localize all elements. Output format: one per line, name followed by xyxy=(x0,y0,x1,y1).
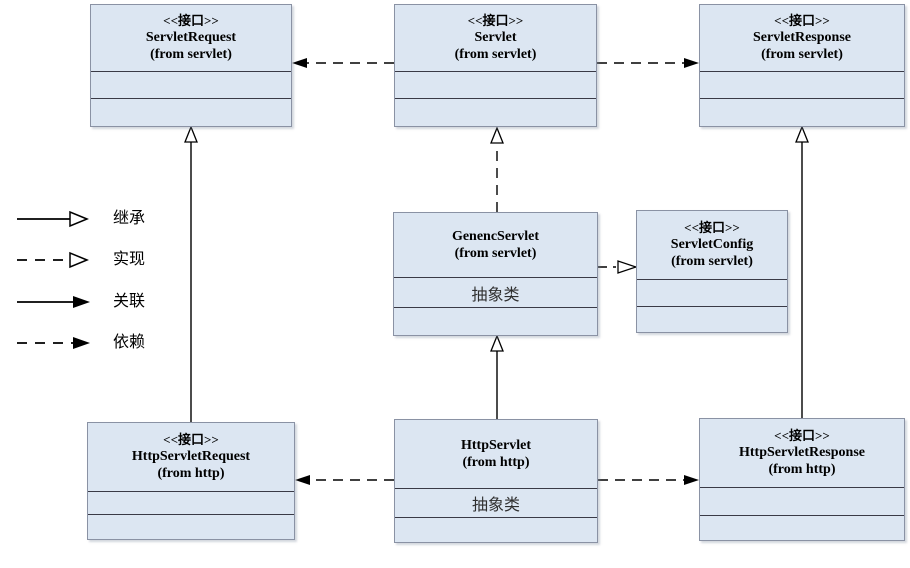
operations-compartment xyxy=(395,518,597,542)
class-box-httpservletresponse[interactable]: <<接口>> HttpServletResponse (from http) xyxy=(699,418,905,541)
class-box-servletresponse[interactable]: <<接口>> ServletResponse (from servlet) xyxy=(699,4,905,127)
operations-compartment xyxy=(394,308,597,335)
class-name: ServletResponse xyxy=(753,29,851,45)
stereotype-label: <<接口>> xyxy=(684,219,740,235)
attributes-compartment xyxy=(88,492,294,515)
legend-label-dependency: 依赖 xyxy=(113,334,146,351)
class-name: GenencServlet xyxy=(451,228,540,244)
realization-arrowhead-servlet xyxy=(490,126,504,144)
inheritance-arrowhead-servletrequest xyxy=(184,125,198,143)
dependency-arrowhead-httpservletresponse xyxy=(684,475,699,485)
operations-compartment xyxy=(637,307,787,332)
operations-compartment xyxy=(91,99,291,126)
dependency-arrowhead-servletresponse xyxy=(684,58,699,68)
realization-arrowhead-servletconfig xyxy=(617,260,639,274)
operations-compartment xyxy=(88,515,294,539)
class-name: Servlet xyxy=(474,29,517,45)
stereotype-label: <<接口>> xyxy=(774,12,830,28)
inheritance-arrowhead-genencservlet xyxy=(490,334,504,352)
class-box-servletrequest[interactable]: <<接口>> ServletRequest (from servlet) xyxy=(90,4,292,127)
class-package: (from servlet) xyxy=(150,46,232,62)
class-package: (from servlet) xyxy=(454,246,537,261)
class-title-httpservletrequest: <<接口>> HttpServletRequest (from http) xyxy=(88,423,294,492)
class-title-servletconfig: <<接口>> ServletConfig (from servlet) xyxy=(637,211,787,280)
class-box-servlet[interactable]: <<接口>> Servlet (from servlet) xyxy=(394,4,597,127)
class-title-genencservlet: GenencServlet (from servlet) xyxy=(394,213,597,278)
dependency-arrowhead-httpservletrequest xyxy=(295,475,310,485)
class-package: (from servlet) xyxy=(761,46,843,62)
operations-compartment xyxy=(395,99,596,126)
class-title-httpservletresponse: <<接口>> HttpServletResponse (from http) xyxy=(700,419,904,488)
class-title-servlet: <<接口>> Servlet (from servlet) xyxy=(395,5,596,72)
class-title-servletrequest: <<接口>> ServletRequest (from servlet) xyxy=(91,5,291,72)
stereotype-label: <<接口>> xyxy=(163,12,219,28)
class-package: (from servlet) xyxy=(671,253,753,269)
operations-compartment xyxy=(700,516,904,540)
attributes-compartment xyxy=(700,72,904,99)
abstract-class-note: 抽象类 xyxy=(471,286,520,304)
class-box-servletconfig[interactable]: <<接口>> ServletConfig (from servlet) xyxy=(636,210,788,333)
class-package: (from http) xyxy=(768,461,836,477)
abstract-class-note: 抽象类 xyxy=(471,497,520,514)
class-box-httpservlet[interactable]: HttpServlet (from http) 抽象类 xyxy=(394,419,598,543)
class-package: (from servlet) xyxy=(454,46,537,62)
class-title-httpservlet: HttpServlet (from http) xyxy=(395,420,597,489)
class-name: HttpServlet xyxy=(461,437,531,453)
legend-label-inheritance: 继承 xyxy=(113,210,146,227)
attributes-compartment xyxy=(91,72,291,99)
class-name: ServletConfig xyxy=(670,236,754,252)
class-box-httpservletrequest[interactable]: <<接口>> HttpServletRequest (from http) xyxy=(87,422,295,540)
attributes-compartment xyxy=(395,72,596,99)
legend-realization-arrowhead xyxy=(69,251,89,269)
class-name: HttpServletRequest xyxy=(131,448,251,464)
class-name: HttpServletResponse xyxy=(739,444,865,460)
class-name: ServletRequest xyxy=(145,29,237,45)
class-box-genencservlet[interactable]: GenencServlet (from servlet) 抽象类 xyxy=(393,212,598,336)
legend-association-arrowhead xyxy=(73,296,90,308)
legend-label-realization: 实现 xyxy=(113,251,146,268)
attributes-compartment: 抽象类 xyxy=(394,278,597,308)
inheritance-arrowhead-servletresponse xyxy=(795,125,809,143)
class-package: (from http) xyxy=(157,465,225,481)
attributes-compartment xyxy=(700,488,904,516)
operations-compartment xyxy=(700,99,904,126)
class-package: (from http) xyxy=(462,455,530,470)
attributes-compartment: 抽象类 xyxy=(395,489,597,518)
legend-label-association: 关联 xyxy=(113,293,146,310)
stereotype-label: <<接口>> xyxy=(774,427,830,443)
legend-dependency-arrowhead xyxy=(73,337,90,349)
class-title-servletresponse: <<接口>> ServletResponse (from servlet) xyxy=(700,5,904,72)
stereotype-label: <<接口>> xyxy=(163,431,219,447)
stereotype-label: <<接口>> xyxy=(467,12,524,28)
legend-inheritance-arrowhead xyxy=(69,210,89,228)
attributes-compartment xyxy=(637,280,787,307)
dependency-arrowhead-servletrequest xyxy=(292,58,307,68)
